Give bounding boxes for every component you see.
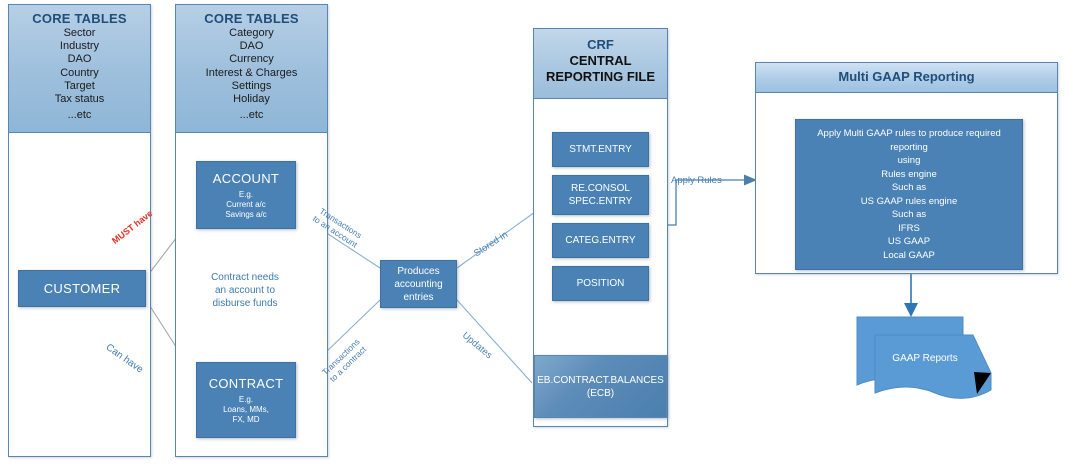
node-contract-sub-line: Loans, MMs,	[223, 404, 269, 414]
node-contract-sub-line: FX, MD	[232, 414, 260, 424]
gaap-rule-line: Such as	[891, 209, 927, 220]
list-item: Interest & Charges	[205, 66, 298, 79]
list-item: DAO	[239, 40, 264, 53]
gaap-rule-line: Rules engine	[881, 168, 937, 180]
node-account-label: ACCOUNT	[212, 170, 280, 186]
crf-entry-reconsol-line: RE.CONSOL	[571, 183, 630, 194]
node-ecb-label: EB.CONTRACT.BALANCES (ECB)	[537, 374, 664, 400]
node-gaap-reports-label: GAAP Reports	[892, 353, 958, 364]
panel-core-tables-2-header: CORE TABLES Category DAO Currency Intere…	[176, 5, 327, 133]
list-item: Settings	[231, 79, 272, 92]
node-produces-line: Produces	[397, 265, 440, 277]
panel-core-tables-1-header: CORE TABLES Sector Industry DAO Country …	[9, 5, 150, 133]
panel-core-tables-2-title: CORE TABLES	[204, 11, 299, 26]
node-account-sub-line: E.g.	[238, 189, 254, 199]
list-item: Country	[60, 66, 99, 79]
note-line: Contract needs	[211, 272, 279, 283]
note-line: disburse funds	[212, 298, 278, 309]
list-item: Industry	[59, 40, 100, 53]
list-item: DAO	[67, 53, 92, 66]
node-account-sub: E.g. Current a/c Savings a/c	[225, 190, 266, 220]
list-item: Category	[229, 27, 274, 39]
panel-multi-gaap-header: Multi GAAP Reporting	[756, 63, 1057, 93]
node-ecb-line: EB.CONTRACT.BALANCES	[537, 374, 664, 386]
edge-label-stored-in: Stored in	[472, 229, 510, 260]
crf-entry-position-label: POSITION	[576, 278, 625, 289]
node-produces-line: entries	[403, 291, 434, 303]
node-eb-contract-balances[interactable]: EB.CONTRACT.BALANCES (ECB)	[534, 355, 667, 418]
list-item: Sector	[63, 27, 96, 39]
panel-crf-header: CRF CENTRAL REPORTING FILE	[534, 29, 667, 99]
crf-entry-categ[interactable]: CATEG.ENTRY	[552, 223, 649, 258]
crf-entry-categ-label: CATEG.ENTRY	[565, 235, 636, 246]
gaap-rule-line: Apply Multi GAAP rules to produce requir…	[817, 128, 1001, 139]
panel-core-tables-1: CORE TABLES Sector Industry DAO Country …	[8, 4, 151, 457]
panel-core-tables-1-title: CORE TABLES	[32, 11, 127, 26]
panel-core-tables-2-items: Category DAO Currency Interest & Charges…	[178, 27, 325, 122]
node-account-sub-line: Savings a/c	[225, 209, 267, 219]
list-item: Target	[64, 79, 95, 92]
crf-entry-position[interactable]: POSITION	[552, 266, 649, 301]
node-contract-sub-line: E.g.	[238, 394, 254, 404]
list-item: Holiday	[233, 93, 270, 106]
node-produces-accounting-entries[interactable]: Produces accounting entries	[380, 260, 457, 308]
node-customer[interactable]: CUSTOMER	[18, 270, 146, 307]
crf-entry-stmt[interactable]: STMT.ENTRY	[552, 132, 649, 167]
node-produces-label: Produces accounting entries	[394, 265, 442, 304]
gaap-rule-line: US GAAP rules engine	[860, 195, 958, 207]
node-multi-gaap-rules[interactable]: Apply Multi GAAP rules to produce requir…	[795, 119, 1023, 270]
node-contract-label: CONTRACT	[208, 375, 284, 391]
node-account-sub-line: Current a/c	[226, 199, 266, 209]
panel-multi-gaap-title: Multi GAAP Reporting	[838, 69, 975, 84]
panel-crf-title-line2: CENTRAL	[569, 53, 632, 68]
panel-core-tables-1-items: Sector Industry DAO Country Target Tax s…	[11, 27, 148, 122]
gaap-rule-line: IFRS	[898, 222, 920, 234]
crf-entry-reconsol-label: RE.CONSOL SPEC.ENTRY	[569, 182, 633, 208]
gaap-rule-line: reporting	[890, 141, 928, 153]
edge-label-apply-rules: Apply Rules	[671, 175, 722, 186]
list-item: Currency	[229, 53, 274, 66]
crf-entry-reconsol-specentry[interactable]: RE.CONSOL SPEC.ENTRY	[552, 175, 649, 215]
node-contract-sub: E.g. Loans, MMs, FX, MD	[223, 395, 269, 425]
note-line: an account to	[214, 285, 276, 296]
node-customer-label: CUSTOMER	[43, 280, 121, 296]
edge-label-updates: Updates	[459, 330, 495, 362]
panel-crf-title-line1: CRF	[587, 37, 614, 52]
gaap-reports-shape	[856, 316, 992, 399]
panel-crf-title-line3: REPORTING FILE	[545, 69, 656, 84]
node-contract[interactable]: CONTRACT E.g. Loans, MMs, FX, MD	[196, 362, 296, 438]
list-item: ...etc	[239, 109, 264, 122]
node-account[interactable]: ACCOUNT E.g. Current a/c Savings a/c	[196, 161, 296, 229]
list-item: Tax status	[54, 93, 105, 106]
node-produces-line: accounting	[394, 278, 443, 290]
list-item: ...etc	[67, 109, 92, 122]
node-multi-gaap-rules-text: Apply Multi GAAP rules to produce requir…	[817, 127, 1001, 262]
crf-entry-reconsol-line: SPEC.ENTRY	[568, 196, 633, 207]
gaap-rule-line: Local GAAP	[883, 249, 935, 261]
gaap-rule-line: US GAAP	[887, 236, 931, 247]
gaap-rule-line: using	[897, 155, 921, 166]
node-ecb-line: (ECB)	[586, 387, 615, 399]
note-contract-needs-account: Contract needs an account to disburse fu…	[185, 271, 305, 310]
crf-entry-stmt-label: STMT.ENTRY	[569, 144, 632, 155]
node-gaap-reports[interactable]: GAAP Reports	[855, 315, 1000, 400]
gaap-rule-line: Such as	[891, 182, 927, 193]
